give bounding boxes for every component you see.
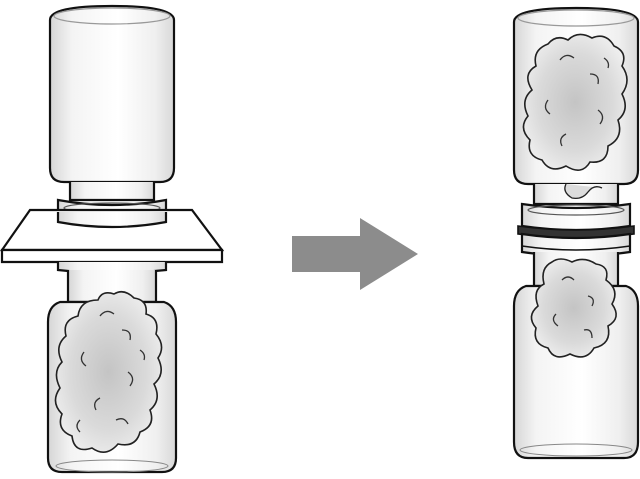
joined-necks — [517, 202, 635, 258]
upper-rim — [520, 202, 632, 232]
upper-smoke — [522, 33, 628, 171]
process-arrow — [292, 218, 418, 290]
arrow-shape — [292, 218, 418, 290]
inverted-empty-bottle — [48, 4, 176, 229]
smoke-cloud — [54, 290, 163, 453]
lower-smoke — [530, 258, 617, 358]
lower-vial-with-smoke — [512, 252, 640, 460]
bottle-neck — [68, 182, 156, 202]
card-separator — [0, 208, 225, 264]
after-assembly — [512, 6, 640, 460]
card-edge — [0, 248, 224, 264]
before-assembly — [0, 4, 225, 474]
vial-with-smoke — [46, 262, 178, 474]
inverted-bottle-with-smoke — [512, 6, 640, 206]
bottle-body — [48, 4, 176, 184]
